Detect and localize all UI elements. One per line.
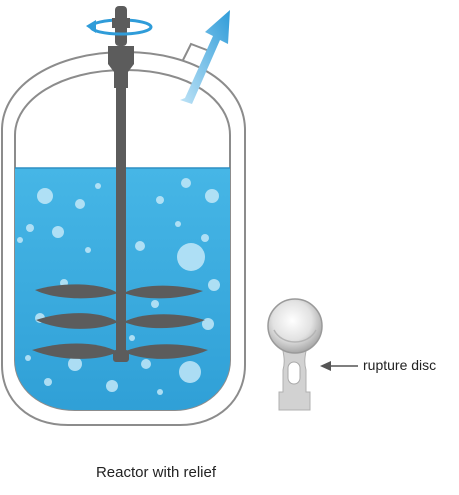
rotation-arrow-icon (86, 18, 153, 36)
agitator (32, 6, 208, 362)
rupture-disc (267, 298, 323, 411)
vent-arrow-icon (180, 10, 230, 104)
rupture-disc-label: rupture disc (363, 357, 437, 373)
impeller-blades (32, 284, 208, 359)
diagram-caption: Reactor with relief (95, 464, 217, 481)
agitator-shaft (116, 86, 126, 362)
agitator-coupling (108, 46, 134, 88)
left-arrow-icon (320, 361, 358, 371)
